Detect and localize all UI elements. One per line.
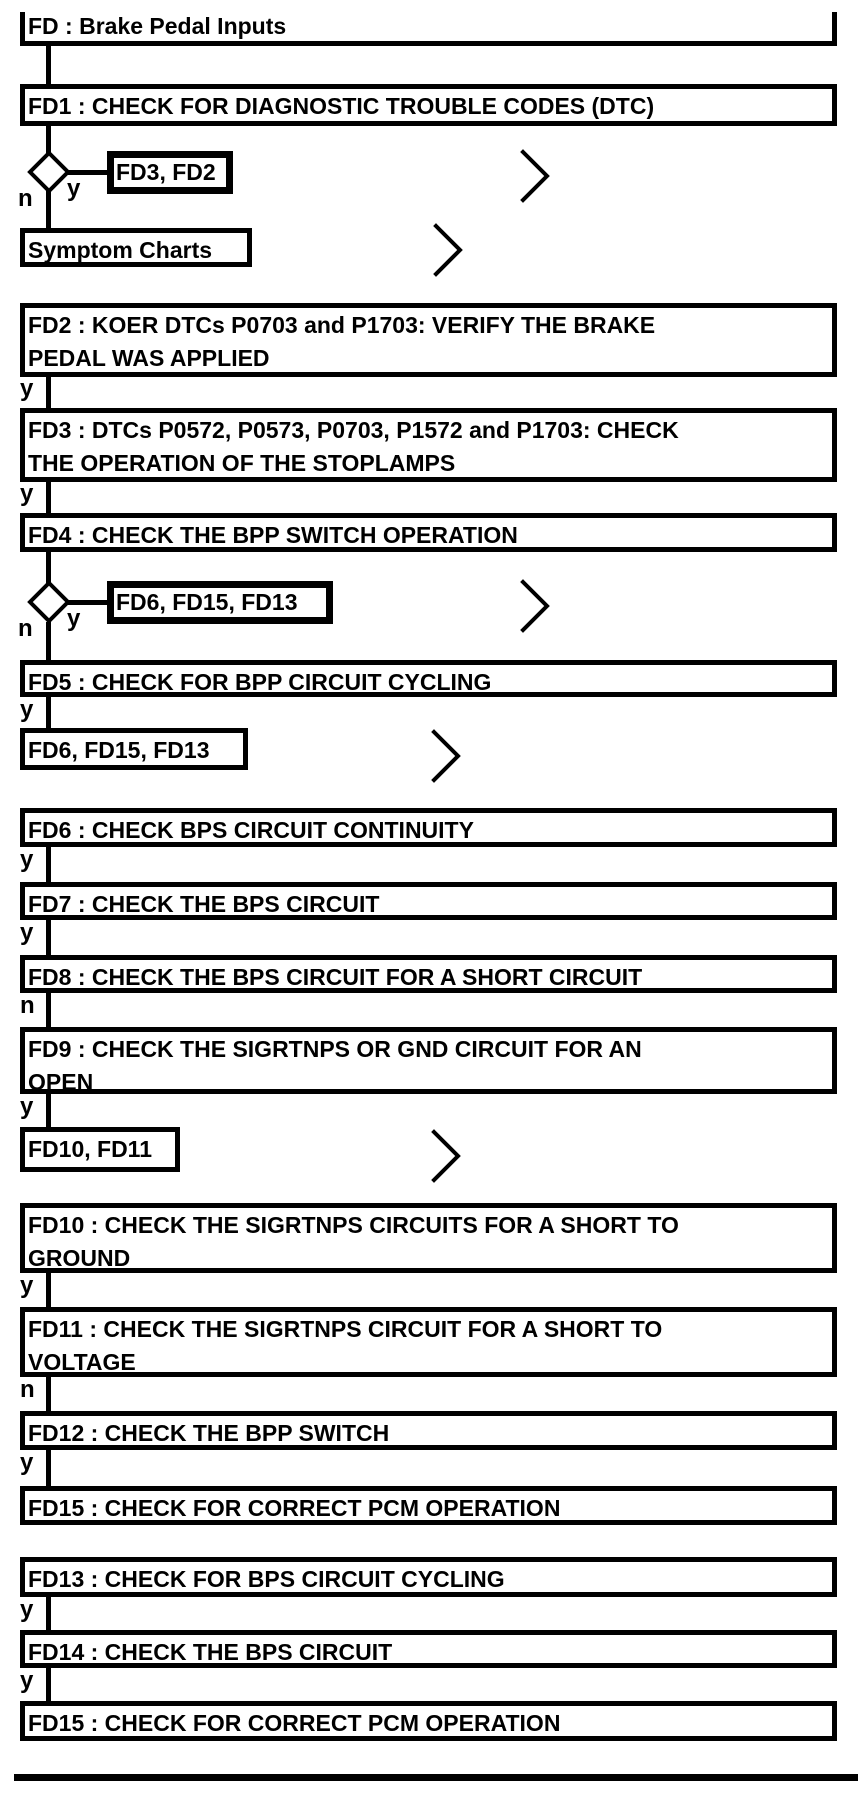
connector-line <box>46 377 51 408</box>
branch-label-no: n <box>20 1376 35 1403</box>
chevron-right-icon <box>520 149 550 203</box>
step-fd10[interactable]: FD10 : CHECK THE SIGRTNPS CIRCUITS FOR A… <box>20 1203 837 1273</box>
step-fd2[interactable]: FD2 : KOER DTCs P0703 and P1703: VERIFY … <box>20 303 837 377</box>
branch-label-yes: y <box>20 846 34 873</box>
connector-line <box>46 1450 51 1486</box>
branch-label-yes: y <box>20 1093 34 1120</box>
step-fd13[interactable]: FD13 : CHECK FOR BPS CIRCUIT CYCLING <box>20 1557 837 1597</box>
decision-diamond <box>27 580 71 624</box>
branch-label-no: n <box>20 992 35 1019</box>
connector-line <box>46 482 51 513</box>
chevron-right-icon <box>431 1129 461 1183</box>
step-fd6[interactable]: FD6 : CHECK BPS CIRCUIT CONTINUITY <box>20 808 837 847</box>
connector-line <box>46 552 51 585</box>
branch-label-yes: y <box>20 1449 34 1476</box>
branch-label-yes: y <box>20 1667 34 1694</box>
branch-label-yes: y <box>20 1272 34 1299</box>
link-fd3-fd2[interactable]: FD3, FD2 <box>107 151 233 194</box>
link-symptom-charts[interactable]: Symptom Charts <box>20 228 252 267</box>
branch-label-no: n <box>18 615 33 642</box>
connector-line <box>46 190 51 229</box>
branch-label-yes: y <box>20 696 34 723</box>
branch-label-no: n <box>18 185 33 212</box>
step-fd15-b[interactable]: FD15 : CHECK FOR CORRECT PCM OPERATION <box>20 1701 837 1741</box>
branch-label-yes: y <box>20 375 34 402</box>
step-fd11[interactable]: FD11 : CHECK THE SIGRTNPS CIRCUIT FOR A … <box>20 1307 837 1377</box>
connector-line <box>46 46 51 85</box>
decision-diamond <box>27 150 71 194</box>
connector-line <box>46 993 51 1027</box>
chevron-right-icon <box>433 223 463 277</box>
connector-line <box>46 1273 51 1307</box>
chart-title: FD : Brake Pedal Inputs <box>20 12 837 46</box>
footer-rule <box>14 1774 858 1781</box>
branch-label-yes: y <box>67 175 81 202</box>
connector-line <box>46 1597 51 1630</box>
connector-line <box>46 1377 51 1411</box>
step-fd1[interactable]: FD1 : CHECK FOR DIAGNOSTIC TROUBLE CODES… <box>20 84 837 126</box>
step-fd9[interactable]: FD9 : CHECK THE SIGRTNPS OR GND CIRCUIT … <box>20 1027 837 1094</box>
step-fd5[interactable]: FD5 : CHECK FOR BPP CIRCUIT CYCLING <box>20 660 837 697</box>
chevron-right-icon <box>520 579 550 633</box>
branch-label-yes: y <box>20 480 34 507</box>
branch-label-yes: y <box>67 605 81 632</box>
connector-line <box>46 847 51 882</box>
chevron-right-icon <box>431 729 461 783</box>
step-fd4[interactable]: FD4 : CHECK THE BPP SWITCH OPERATION <box>20 513 837 552</box>
step-fd12[interactable]: FD12 : CHECK THE BPP SWITCH <box>20 1411 837 1450</box>
branch-label-yes: y <box>20 1596 34 1623</box>
step-fd15-a[interactable]: FD15 : CHECK FOR CORRECT PCM OPERATION <box>20 1486 837 1525</box>
step-fd7[interactable]: FD7 : CHECK THE BPS CIRCUIT <box>20 882 837 920</box>
step-fd3[interactable]: FD3 : DTCs P0572, P0573, P0703, P1572 an… <box>20 408 837 482</box>
connector-line <box>46 126 51 156</box>
connector-line <box>46 1094 51 1127</box>
connector-line <box>46 920 51 955</box>
connector-line <box>46 1668 51 1701</box>
connector-line <box>46 697 51 728</box>
link-fd6-fd15-fd13-a[interactable]: FD6, FD15, FD13 <box>107 581 333 624</box>
branch-line <box>67 170 107 175</box>
branch-line <box>67 600 107 605</box>
connector-line <box>46 622 51 660</box>
step-fd14[interactable]: FD14 : CHECK THE BPS CIRCUIT <box>20 1630 837 1668</box>
link-fd6-fd15-fd13-b[interactable]: FD6, FD15, FD13 <box>20 728 248 770</box>
link-fd10-fd11[interactable]: FD10, FD11 <box>20 1127 180 1172</box>
step-fd8[interactable]: FD8 : CHECK THE BPS CIRCUIT FOR A SHORT … <box>20 955 837 993</box>
branch-label-yes: y <box>20 919 34 946</box>
